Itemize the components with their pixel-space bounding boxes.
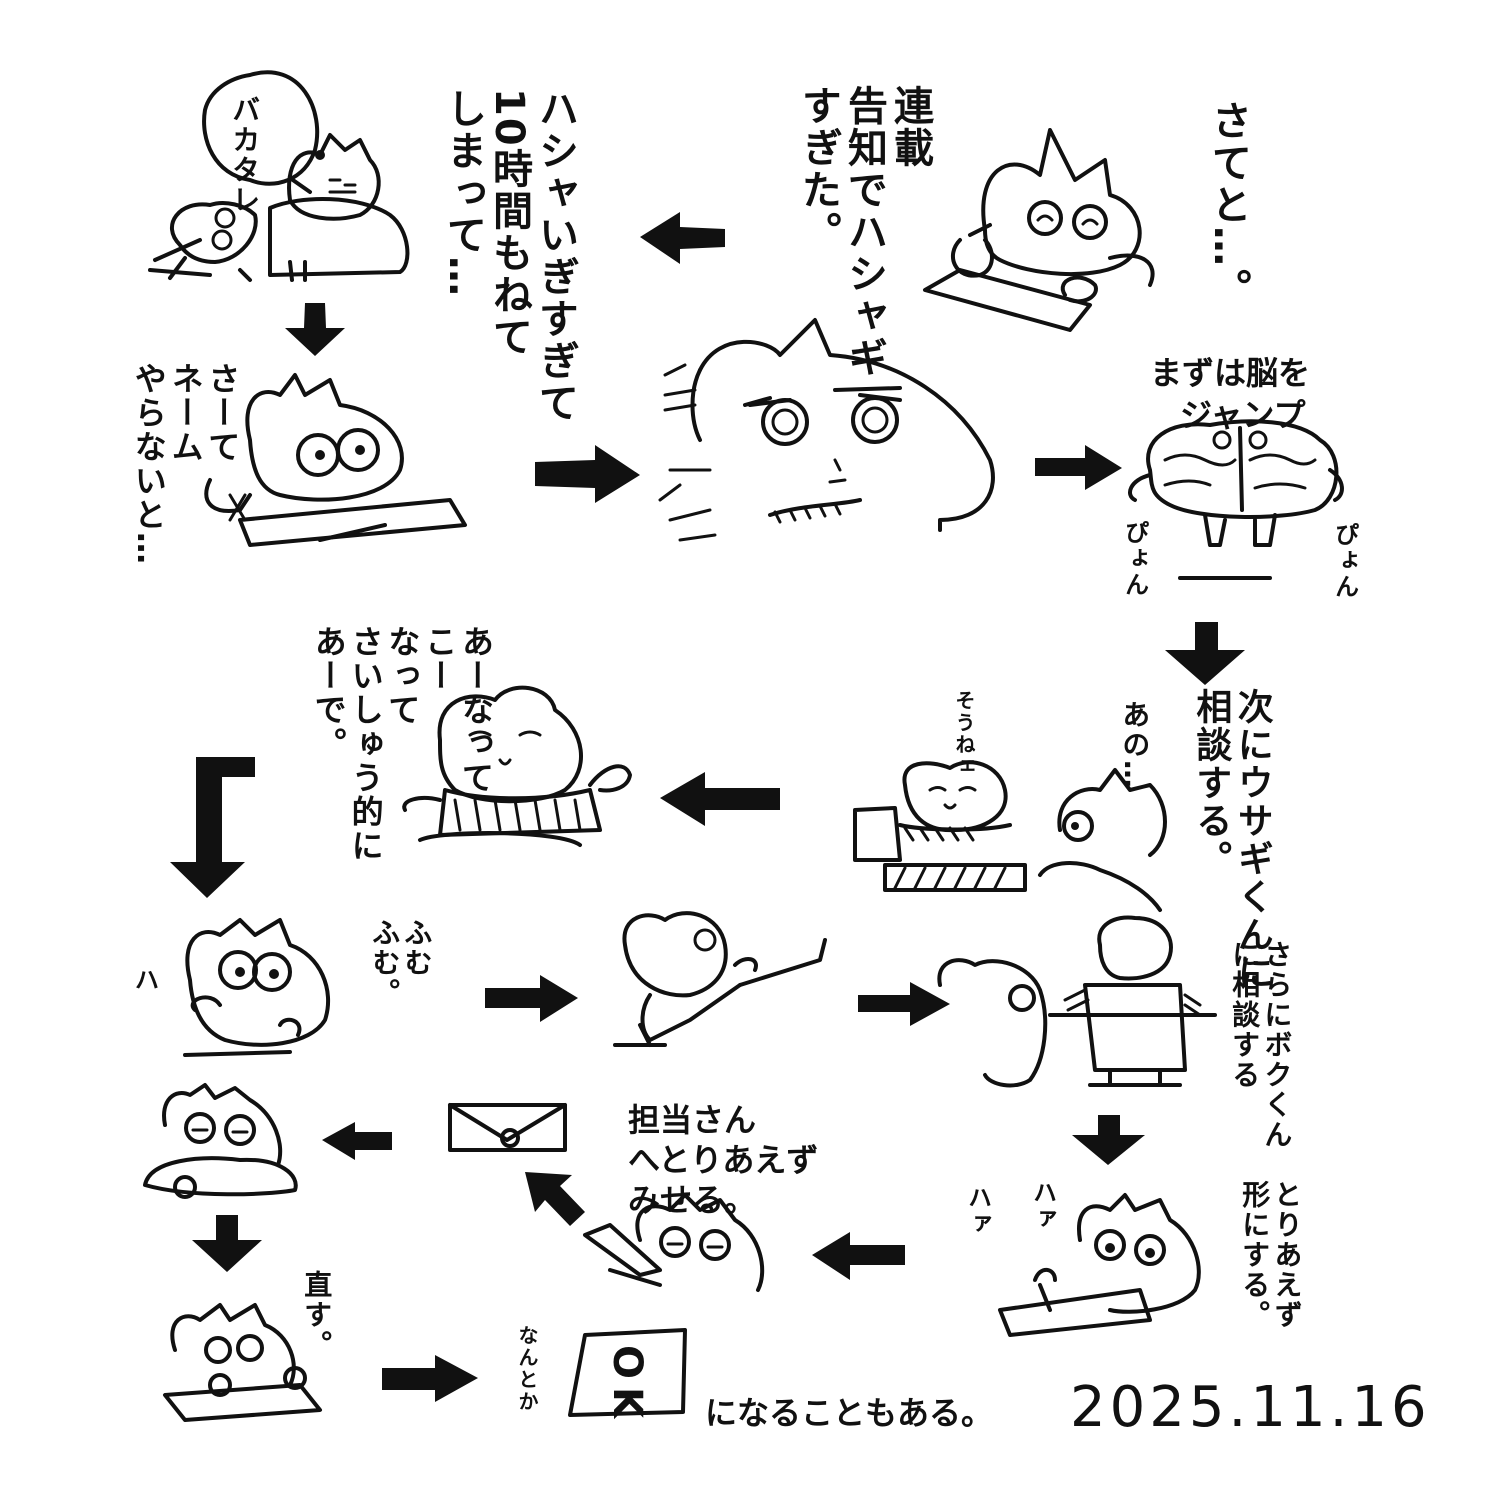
brain-character xyxy=(1128,419,1344,580)
arrow-left-1 xyxy=(640,212,725,264)
character-reading-feedback xyxy=(143,1083,298,1199)
character-writing-1 xyxy=(923,128,1155,332)
arrow-down-3 xyxy=(1072,1115,1145,1165)
rabbit-explaining xyxy=(402,685,632,847)
text-hashagisugite: ハシャいぎすぎて 10時間もねて しまって… xyxy=(440,88,578,424)
arrow-left-3 xyxy=(812,1232,905,1280)
arrow-left-2 xyxy=(660,772,780,826)
character-fixing xyxy=(163,1303,322,1422)
text-nantoka: なんとか xyxy=(515,1325,539,1413)
sfx-pyon-right: ぴょん xyxy=(1330,522,1359,600)
text-saate-name: さーて ネーム やらないと… xyxy=(129,362,242,566)
text-ninaru-koto: になることもある。 xyxy=(705,1394,994,1432)
ok-paper xyxy=(568,1328,687,1417)
boku-kun-at-table xyxy=(937,915,1217,1088)
text-tsugini-usagikun: 次にウサギくんに 相談する。 xyxy=(1190,688,1273,992)
rabbit-at-desk xyxy=(853,760,1167,912)
arrow-down-2 xyxy=(1165,622,1245,685)
arrow-right-4 xyxy=(858,982,950,1026)
arrow-bend-down xyxy=(170,757,255,898)
sfx-haa-left: ハァ xyxy=(963,1185,992,1237)
text-rensai-kokuchi: 連載 告知でハシャギ すぎた。 xyxy=(795,85,933,379)
text-tantousan: 担当さん へとりあえず みせる。 xyxy=(628,1101,819,1219)
character-nodding xyxy=(183,918,331,1057)
sfx-pyon-left: ぴょん xyxy=(1120,520,1149,598)
text-mazuha-nou: まずは脳を xyxy=(1150,354,1311,392)
arrow-right-5 xyxy=(382,1355,478,1402)
speech-bubble-bakatare xyxy=(202,70,320,194)
intense-face-closeup xyxy=(658,318,995,542)
sfx-ha: ハ xyxy=(135,966,159,994)
say-souneee: そうねェ xyxy=(952,690,976,778)
date-stamp: 2025.11.16 xyxy=(1070,1375,1431,1440)
arrow-right-1 xyxy=(535,445,640,503)
envelope-icon xyxy=(448,1103,567,1152)
text-naosu: 直す。 xyxy=(300,1270,334,1360)
sleeping-character xyxy=(148,197,410,282)
bubble-bakatare: バカタレ xyxy=(228,95,262,215)
character-thinking xyxy=(204,373,467,547)
ok-label: OK xyxy=(604,1345,650,1426)
character-back-view xyxy=(613,911,827,1047)
text-fumufumu: ふむ ふむ。 xyxy=(368,918,434,1008)
text-toriaezu-katachi: とりあえず 形にする。 xyxy=(1238,1180,1304,1330)
sfx-haa-right: ハァ xyxy=(1028,1180,1057,1232)
arrow-up-left xyxy=(525,1172,585,1226)
arrow-right-3 xyxy=(485,975,578,1022)
arrow-left-4 xyxy=(322,1122,392,1160)
text-jump: ジャンプ xyxy=(1180,396,1306,434)
say-ano: あの… xyxy=(1118,700,1152,790)
arrow-down-4 xyxy=(192,1215,262,1272)
arrow-down-1 xyxy=(285,303,345,356)
text-anatte-konatte: あーなって こー なって さいしゅう的に あーで。 xyxy=(309,625,495,863)
arrow-right-2 xyxy=(1035,445,1122,490)
text-sarani-bokukun: さらにボクくん に相談する xyxy=(1228,940,1294,1150)
text-satetoe: さてと…。 xyxy=(1205,100,1251,310)
cat-character xyxy=(287,133,381,221)
character-drawing-pen xyxy=(998,1193,1201,1337)
character-presenting xyxy=(583,1193,765,1292)
